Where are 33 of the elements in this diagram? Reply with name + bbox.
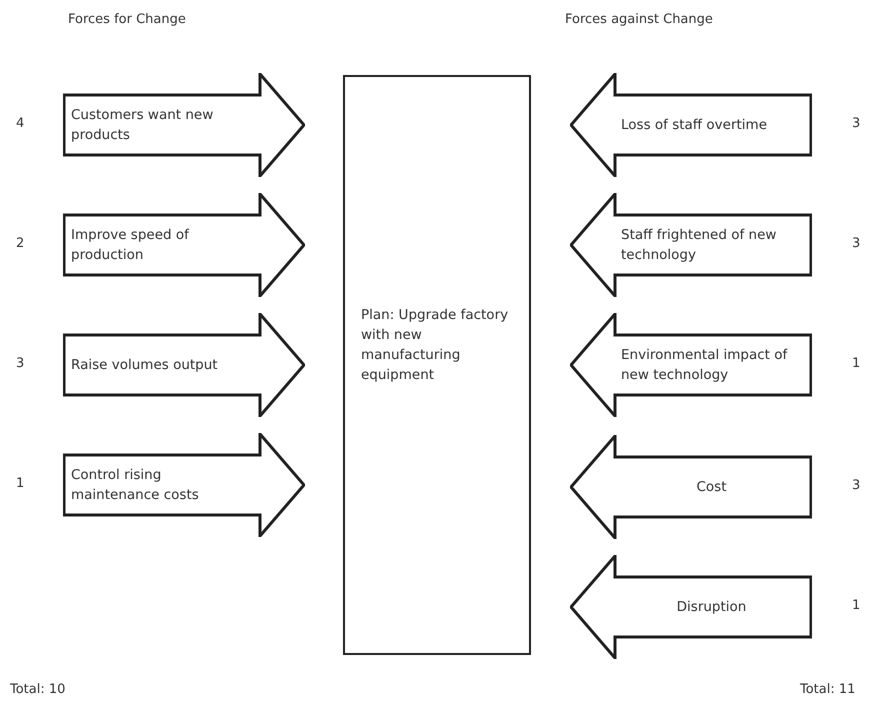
plan-box: [343, 75, 531, 655]
force-text: Loss of staff overtime: [621, 116, 768, 135]
force-score: 3: [852, 116, 860, 131]
restraining-force-block: [570, 555, 812, 659]
force-text: Environmental impact of new technology: [621, 346, 788, 385]
restraining-force-block: [570, 193, 812, 297]
force-score: 1: [16, 476, 24, 491]
force-text: Cost: [695, 478, 728, 497]
force-score: 3: [852, 478, 860, 493]
column-heading: Forces against Change: [565, 12, 713, 27]
force-text: Disruption: [676, 598, 748, 617]
driving-force-block: [63, 73, 305, 177]
force-score: 1: [852, 598, 860, 613]
total-label: Total: 11: [800, 682, 856, 697]
restraining-force-block: [570, 435, 812, 539]
total-label: Total: 10: [10, 682, 66, 697]
force-text: Raise volumes output: [71, 356, 219, 375]
force-score: 3: [16, 356, 24, 371]
force-text: Control rising maintenance costs: [71, 466, 200, 505]
force-score: 3: [852, 236, 860, 251]
restraining-force-block: [570, 73, 812, 177]
driving-force-block: [63, 313, 305, 417]
driving-force-block: [63, 433, 305, 537]
force-text: Improve speed of production: [71, 226, 190, 265]
force-score: 1: [852, 356, 860, 371]
force-text: Customers want new products: [71, 106, 214, 145]
restraining-force-block: [570, 313, 812, 417]
force-text: Staff frightened of new technology: [621, 226, 778, 265]
column-heading: Forces for Change: [68, 12, 186, 27]
force-score: 2: [16, 236, 24, 251]
force-score: 4: [16, 116, 24, 131]
plan-text: Plan: Upgrade factory with new manufacturing equipment: [361, 306, 510, 385]
driving-force-block: [63, 193, 305, 297]
